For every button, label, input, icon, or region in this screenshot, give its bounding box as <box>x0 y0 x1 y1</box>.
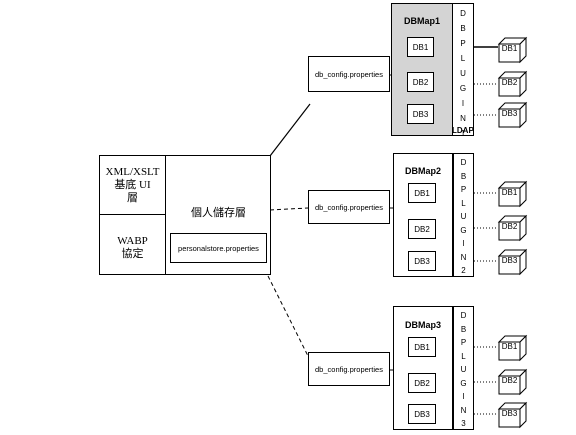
cube-label: DB2 <box>501 376 518 385</box>
link-store-config3 <box>267 275 309 357</box>
plugin-letter: 2 <box>461 266 466 275</box>
plugin-letter: U <box>460 365 467 374</box>
ui-layer-line3: 層 <box>127 192 138 204</box>
cube-label: DB1 <box>501 44 518 53</box>
db-config-box-2: db_config.properties <box>308 190 390 224</box>
plugin-letter: G <box>460 378 467 388</box>
plugin-letter: I <box>462 392 465 401</box>
plugin-letter: L <box>461 198 466 208</box>
plugin-letter: U <box>460 212 467 221</box>
dbmap-3-db1: DB1 <box>408 337 436 357</box>
cubes <box>497 36 528 429</box>
cube-label: DB2 <box>501 222 518 231</box>
plugin-letter: I <box>461 99 465 108</box>
dbmap-1-title: DBMap1 <box>403 16 440 26</box>
cube-icon <box>497 334 528 362</box>
personal-store-properties-box: personalstore.properties <box>170 233 267 263</box>
dbmap-1-db1: DB1 <box>407 37 434 57</box>
protocol-line1: WABP <box>117 235 148 247</box>
plugin-letter: N <box>460 252 467 262</box>
dbmap-3-db2: DB2 <box>408 373 436 393</box>
dbmap-2-title: DBMap2 <box>404 166 441 176</box>
cube-icon <box>497 368 528 396</box>
plugin-letter: B <box>460 24 466 33</box>
cube-icon <box>497 248 528 276</box>
plugin-letter: D <box>460 9 466 18</box>
db-config-box-3: db_config.properties <box>308 352 390 386</box>
cube-icon <box>497 70 528 98</box>
link-store-config1 <box>269 103 311 157</box>
dbmap-2-db1: DB1 <box>408 183 436 203</box>
plugin-letter: L <box>460 54 466 63</box>
protocol-line2: 協定 <box>121 248 144 260</box>
dbmap-1-footer: LDAP <box>452 126 474 135</box>
cube-label: DB2 <box>501 78 518 87</box>
dbmap-3-title: DBMap3 <box>404 320 441 330</box>
cube-icon <box>497 36 528 64</box>
plugin-letter: L <box>461 351 466 361</box>
plugin-letter: D <box>460 158 467 167</box>
plugin-letter: B <box>460 171 467 181</box>
cube-icon <box>497 180 528 208</box>
plugin-letter: P <box>460 39 466 48</box>
link-store-config2 <box>269 207 309 211</box>
ui-layer-line2: 基底 UI <box>114 179 151 191</box>
cube-icon <box>497 214 528 242</box>
cube-label: DB3 <box>501 256 518 265</box>
dbmap-2-db3: DB3 <box>408 251 436 271</box>
cube-icon <box>497 401 528 429</box>
plugin-letter: G <box>460 225 467 235</box>
plugin-letter: P <box>460 338 467 347</box>
plugin-letter: D <box>460 311 467 320</box>
cube-icon <box>497 101 528 129</box>
plugin-letter: I <box>462 239 465 248</box>
plugin-letter: N <box>460 114 466 123</box>
dbmap-3-plugin: D B P L U G I N 3 <box>453 306 474 430</box>
ui-layer-box: XML/XSLT 基底 UI 層 <box>99 155 166 215</box>
dbmap-2-plugin: D B P L U G I N 2 <box>453 153 474 277</box>
plugin-letter: P <box>460 185 467 194</box>
dbmap-1-db3: DB3 <box>407 104 434 124</box>
plugin-letter: U <box>460 69 466 78</box>
cube-label: DB1 <box>501 342 518 351</box>
dbmap-1-db2: DB2 <box>407 72 434 92</box>
cube-label: DB3 <box>501 109 518 118</box>
plugin-letter: G <box>459 84 467 93</box>
db-config-box-1: db_config.properties <box>308 56 390 92</box>
cube-label: DB3 <box>501 409 518 418</box>
plugin-letter: N <box>460 405 467 415</box>
protocol-box: WABP 協定 <box>99 214 166 275</box>
plugin-letter: 1 <box>460 129 466 138</box>
personal-store-label: 個人儲存層 <box>191 207 246 219</box>
ui-layer-line1: XML/XSLT <box>105 166 160 178</box>
dbmap-2-db2: DB2 <box>408 219 436 239</box>
cube-label: DB1 <box>501 188 518 197</box>
dbmap-3-db3: DB3 <box>408 404 436 424</box>
dbmap-1-plugin: D B P L U G I N 1 <box>452 3 474 138</box>
plugin-letter: 3 <box>461 419 466 428</box>
plugin-letter: B <box>460 324 467 334</box>
